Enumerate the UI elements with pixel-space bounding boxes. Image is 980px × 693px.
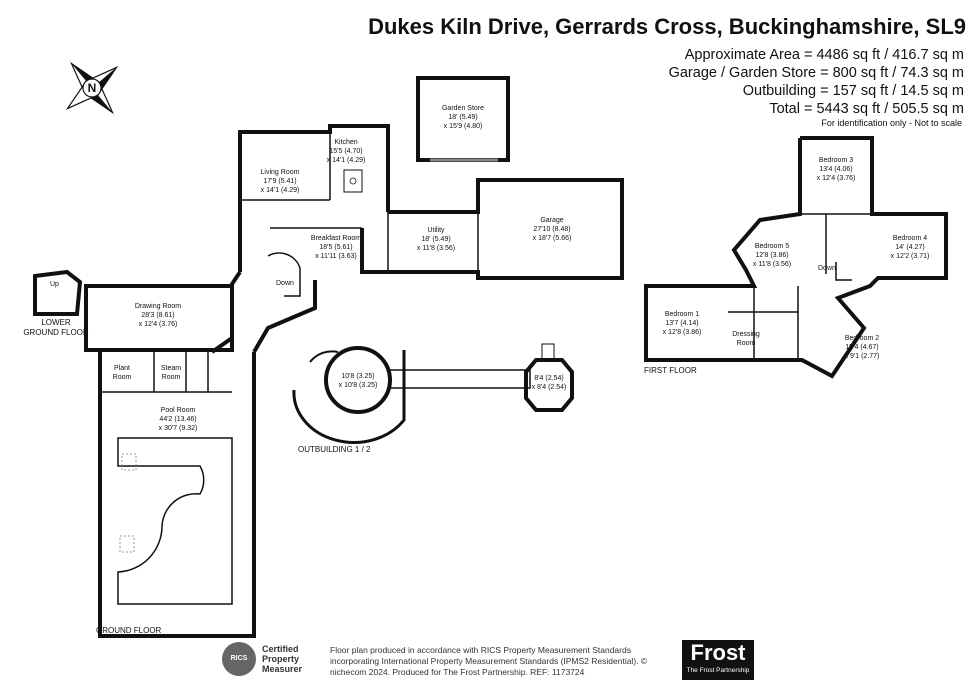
- down-ground-label: Down: [276, 280, 294, 287]
- bed5-size-2: x 11'8 (3.56): [753, 261, 791, 268]
- bed3-size-2: x 12'4 (3.76): [817, 175, 856, 182]
- frost-brand: Frost: [690, 640, 746, 665]
- first-floor-plan: FIRST FLOOR: [644, 136, 948, 379]
- garden-store-name: Garden Store: [442, 105, 484, 112]
- page-title: Dukes Kiln Drive, Gerrards Cross, Buckin…: [368, 14, 966, 39]
- bed1-size-2: x 12'8 (3.86): [663, 329, 702, 336]
- bed4-size-2: x 12'2 (3.71): [891, 253, 930, 260]
- compass-icon: [65, 61, 119, 115]
- garage-size-2: x 18'7 (5.66): [533, 235, 572, 242]
- area-approximate: Approximate Area = 4486 sq ft / 416.7 sq…: [684, 47, 964, 63]
- bed1-size-1: 13'7 (4.14): [665, 320, 698, 327]
- living-name: Living Room: [261, 169, 300, 176]
- drawing-size-2: x 12'4 (3.76): [139, 321, 178, 328]
- living-size-2: x 14'1 (4.29): [261, 187, 300, 194]
- down-first-label: Down: [818, 265, 836, 272]
- outbuilding-1-size-1: 10'8 (3.25): [341, 373, 374, 380]
- dressing-name-2: Room: [737, 340, 756, 347]
- lower-up-label: Up: [50, 281, 59, 288]
- lower-ground-floor-plan: Up LOWER GROUND FLOOR: [23, 269, 89, 337]
- utility-name: Utility: [427, 227, 445, 234]
- outbuilding-2-size-1: 8'4 (2.54): [534, 375, 563, 382]
- rics-text-line-2: Property: [262, 654, 300, 664]
- area-outbuilding: Outbuilding = 157 sq ft / 14.5 sq m: [742, 83, 964, 99]
- compass-letter: N: [88, 81, 97, 95]
- garage-size-1: 27'10 (8.48): [533, 226, 570, 233]
- garage-name: Garage: [540, 217, 563, 224]
- drawing-size-1: 28'3 (8.61): [141, 312, 174, 319]
- rics-text-line-1: Certified: [262, 644, 299, 654]
- bed5-name: Bedroom 5: [755, 243, 789, 250]
- living-size-1: 17'9 (5.41): [263, 178, 296, 185]
- drawing-name: Drawing Room: [135, 303, 181, 310]
- dressing-name-1: Dressing: [732, 331, 760, 338]
- rics-certified-text: Certified Property Measurer: [262, 644, 302, 674]
- lower-floor-label-1: LOWER: [41, 318, 71, 327]
- footer-note: Floor plan produced in accordance with R…: [330, 645, 648, 677]
- bed1-name: Bedroom 1: [665, 311, 699, 318]
- area-garage: Garage / Garden Store = 800 sq ft / 74.3…: [668, 65, 964, 81]
- breakfast-size-1: 18'5 (5.61): [319, 244, 352, 251]
- steam-name-1: Steam: [161, 365, 181, 372]
- utility-size-2: x 11'8 (3.56): [417, 245, 455, 252]
- garden-store-plan: Garden Store 18' (5.49) x 15'9 (4.80): [416, 76, 510, 162]
- breakfast-name: Breakfast Room: [311, 235, 361, 242]
- ground-floor-plan: [84, 124, 624, 638]
- utility-size-1: 18' (5.49): [421, 236, 450, 243]
- steam-name-2: Room: [162, 374, 181, 381]
- kitchen-size-2: x 14'1 (4.29): [327, 157, 366, 164]
- lower-floor-label-2: GROUND FLOOR: [23, 328, 89, 337]
- bed4-size-1: 14' (4.27): [895, 244, 924, 251]
- pool-size-2: x 30'7 (9.32): [159, 425, 198, 432]
- outbuilding-label: OUTBUILDING 1 / 2: [298, 445, 371, 454]
- bed2-size-2: x 9'1 (2.77): [845, 353, 880, 360]
- rics-text-line-3: Measurer: [262, 664, 303, 674]
- plant-name-2: Room: [113, 374, 132, 381]
- area-total: Total = 5443 sq ft / 505.5 sq m: [769, 101, 964, 117]
- rics-logo: RICS: [222, 642, 256, 676]
- bed3-size-1: 13'4 (4.06): [819, 166, 852, 173]
- kitchen-name: Kitchen: [334, 139, 357, 146]
- bed5-size-1: 12'8 (3.86): [755, 252, 788, 259]
- kitchen-size-1: 15'5 (4.70): [329, 148, 362, 155]
- identification-note: For identification only - Not to scale: [821, 118, 962, 128]
- garden-store-size-2: x 15'9 (4.80): [444, 123, 483, 130]
- outbuilding-2-size-2: x 8'4 (2.54): [532, 384, 567, 391]
- plant-name-1: Plant: [114, 365, 130, 372]
- rics-badge: RICS Certified Property Measurer: [222, 642, 322, 678]
- frost-brand-sub: The Frost Partnership: [686, 667, 750, 674]
- bed2-size-1: 15'4 (4.67): [845, 344, 878, 351]
- room-labels: Kitchen 15'5 (4.70) x 14'1 (4.29) Living…: [113, 139, 930, 432]
- bed3-name: Bedroom 3: [819, 157, 853, 164]
- bed4-name: Bedroom 4: [893, 235, 927, 242]
- pool-name: Pool Room: [161, 407, 196, 414]
- bed2-name: Bedroom 2: [845, 335, 879, 342]
- outbuilding-plan: OUTBUILDING 1 / 2: [292, 343, 574, 454]
- outbuilding-1-size-2: x 10'8 (3.25): [339, 382, 378, 389]
- first-floor-label: FIRST FLOOR: [644, 366, 697, 375]
- breakfast-size-2: x 11'11 (3.63): [315, 253, 357, 260]
- frost-logo: Frost The Frost Partnership: [682, 640, 754, 680]
- ground-floor-label: GROUND FLOOR: [96, 626, 162, 635]
- garden-store-size-1: 18' (5.49): [448, 114, 477, 121]
- pool-size-1: 44'2 (13.46): [159, 416, 196, 423]
- area-summary: Approximate Area = 4486 sq ft / 416.7 sq…: [669, 46, 964, 118]
